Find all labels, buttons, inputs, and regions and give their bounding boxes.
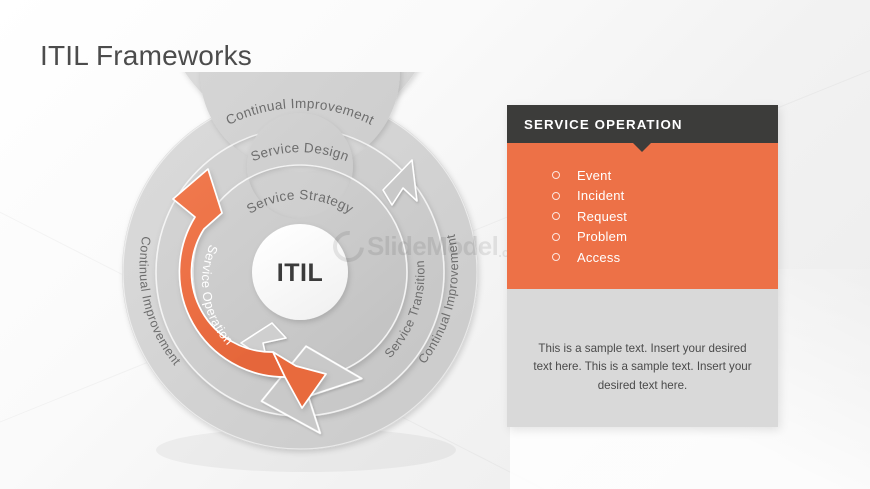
service-operation-list: Event Incident Request Problem Access: [507, 165, 778, 268]
panel-description: This is a sample text. Insert your desir…: [533, 341, 752, 393]
list-item[interactable]: Request: [552, 206, 778, 227]
panel-pointer-notch: [633, 143, 651, 152]
circle-outline-bullet-icon: [552, 171, 560, 180]
list-item-label: Incident: [577, 188, 625, 204]
panel-title: SERVICE OPERATION: [524, 116, 683, 132]
panel-body: Event Incident Request Problem Access: [507, 143, 778, 289]
list-item-label: Event: [577, 167, 612, 183]
list-item[interactable]: Incident: [552, 186, 778, 207]
circle-outline-bullet-icon: [552, 212, 560, 221]
circle-outline-bullet-icon: [552, 232, 560, 241]
list-item[interactable]: Event: [552, 165, 778, 186]
segment-service-operation[interactable]: [172, 168, 327, 409]
circle-outline-bullet-icon: [552, 191, 560, 200]
page-title: ITIL Frameworks: [40, 39, 252, 71]
list-item[interactable]: Problem: [552, 227, 778, 248]
core-label: ITIL: [277, 259, 323, 287]
list-item-label: Access: [577, 249, 621, 265]
list-item-label: Problem: [577, 229, 628, 245]
list-item-label: Request: [577, 208, 628, 224]
service-operation-panel[interactable]: SERVICE OPERATION Event Incident Request: [507, 105, 778, 427]
core-circle[interactable]: [252, 224, 348, 320]
diagram-ground-shadow: [156, 428, 456, 472]
circle-outline-bullet-icon: [552, 253, 560, 262]
itil-cycle-diagram: ITIL Continual Improvement Continual Imp…: [100, 72, 500, 472]
list-item[interactable]: Access: [552, 247, 778, 268]
panel-footer: This is a sample text. Insert your desir…: [507, 289, 778, 427]
panel-header: SERVICE OPERATION: [507, 105, 778, 152]
